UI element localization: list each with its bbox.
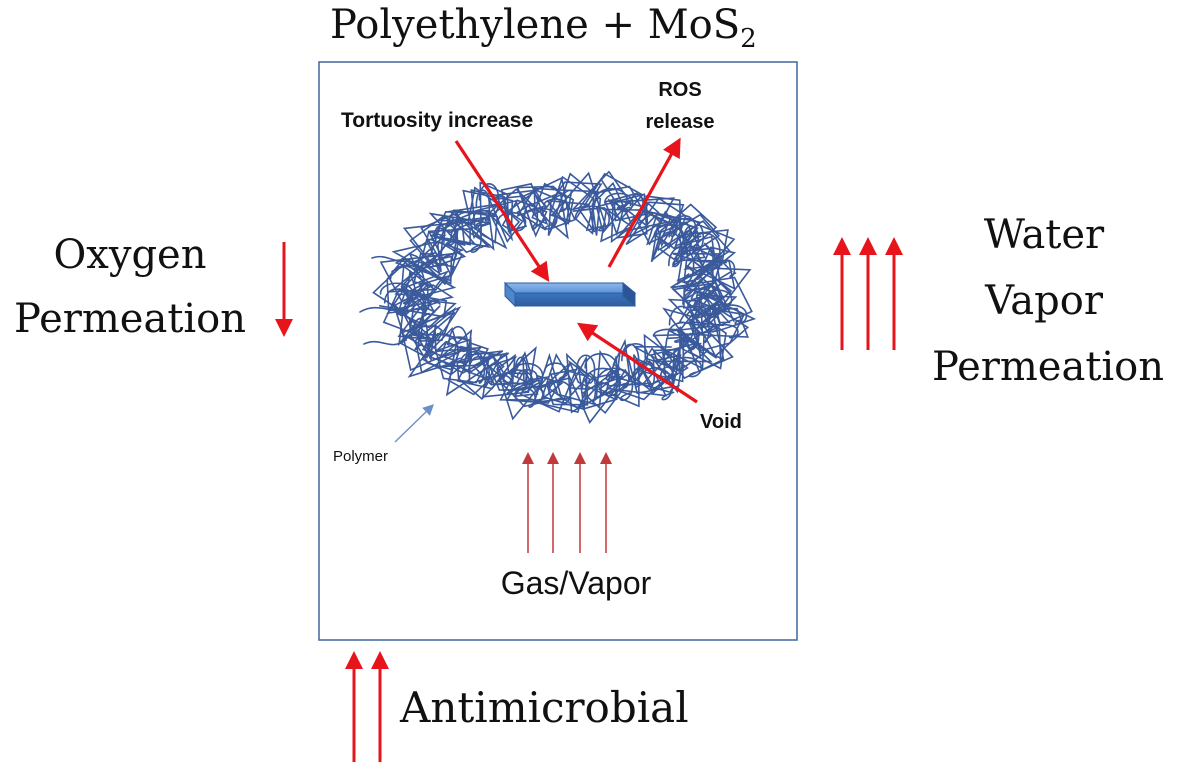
- polymer-strand: [621, 343, 640, 377]
- void-arrow: [576, 322, 698, 404]
- polymer-strand: [426, 333, 461, 367]
- oxygen-label-line-2: Permeation: [14, 296, 246, 342]
- polymer-strand: [658, 215, 678, 237]
- polymer-label: Polymer: [333, 448, 388, 465]
- water-vapor-arrows: [833, 237, 903, 350]
- gas-vapor-label: Gas/Vapor: [501, 565, 652, 601]
- ros-label-line-1: ROS: [658, 79, 701, 101]
- polymer-strand: [584, 367, 621, 397]
- polymer-pointer-arrow: [394, 404, 435, 443]
- polymer-strand: [652, 328, 687, 343]
- polymer-strand: [657, 231, 683, 268]
- polymer-strand: [718, 259, 737, 278]
- polymer-strand: [391, 187, 738, 414]
- polymer-strand: [691, 308, 714, 344]
- polymer-strand: [372, 177, 752, 424]
- polymer-strand: [448, 326, 469, 364]
- polymer-strand: [595, 367, 634, 402]
- tortuosity-label: Tortuosity increase: [341, 109, 533, 132]
- polymer-strand: [666, 321, 702, 351]
- gas-vapor-arrows: [522, 452, 612, 553]
- ros-release-arrow: [607, 137, 681, 268]
- polymer-strand: [683, 279, 701, 312]
- polymer-strand: [433, 223, 457, 246]
- polymer-strand: [683, 225, 700, 251]
- water-label-line-3: Permeation: [932, 344, 1164, 390]
- polymer-strand: [405, 330, 422, 351]
- polymer-strand: [714, 304, 748, 325]
- polymer-strand: [467, 355, 494, 389]
- polymer-strand: [668, 246, 695, 283]
- water-label-line-2: Vapor: [984, 278, 1104, 324]
- polymer-strand: [581, 372, 604, 403]
- polymer-strand: [408, 292, 430, 321]
- ros-label-line-2: release: [646, 111, 715, 133]
- polymer-strand: [478, 183, 505, 216]
- polymer-strand: [690, 312, 721, 333]
- polymer-strand: [455, 210, 490, 227]
- polymer-strand: [548, 380, 572, 404]
- polymer-strand: [668, 305, 695, 343]
- void-label: Void: [700, 411, 742, 433]
- water-label-line-1: Water: [984, 212, 1105, 258]
- mos2-sheet: [503, 281, 637, 308]
- polymer-strand: [595, 187, 629, 210]
- antimicrobial-arrows: [345, 651, 389, 762]
- polymer-strand: [371, 255, 413, 263]
- polymer-strand: [394, 170, 753, 410]
- polymer-strand: [463, 351, 491, 384]
- polymer-strand: [709, 323, 741, 339]
- polymer-strand: [574, 205, 611, 232]
- polymer-strand: [689, 232, 721, 270]
- polymer-strand: [682, 288, 720, 319]
- polymer-strand: [514, 356, 535, 389]
- antimicrobial-label: Antimicrobial: [399, 683, 689, 732]
- polymer-strand: [523, 202, 539, 230]
- polymer-strand: [412, 317, 436, 348]
- polymer-strand: [475, 189, 491, 222]
- polymer-strand: [543, 198, 569, 213]
- polymer-strand: [450, 221, 483, 253]
- polymer-strand: [446, 336, 472, 353]
- polymer-strand: [692, 297, 716, 323]
- polymer-strand: [359, 296, 441, 313]
- polymer-strand: [490, 374, 519, 395]
- polymer-strand: [623, 343, 649, 368]
- polymer-strand: [363, 330, 431, 346]
- diagram-title: Polyethylene + MoS2: [330, 2, 757, 54]
- polymer-strand: [514, 387, 537, 408]
- composite-frame: [318, 61, 798, 641]
- polymer-strand: [443, 222, 459, 261]
- polymer-strand: [543, 362, 568, 381]
- oxygen-label-line-1: Oxygen: [54, 232, 207, 278]
- polymer-strand: [389, 264, 425, 292]
- polymer-strand: [610, 368, 634, 389]
- polymer-strand: [668, 356, 703, 378]
- polymer-strand: [659, 366, 680, 392]
- polymer-strand: [522, 207, 558, 230]
- polymer-strand: [604, 192, 634, 213]
- polymer-strand: [510, 362, 544, 389]
- tortuosity-arrow: [454, 140, 550, 283]
